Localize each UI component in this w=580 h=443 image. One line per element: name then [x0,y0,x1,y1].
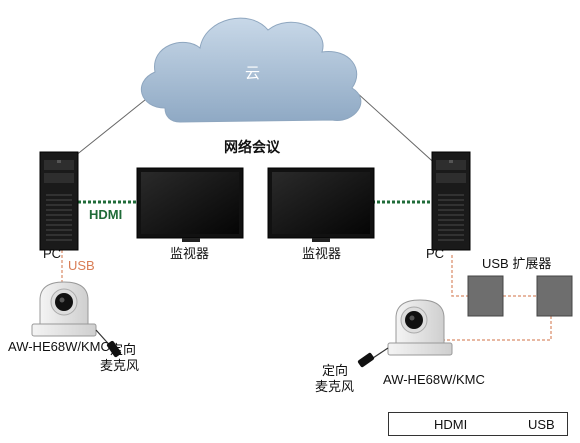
right-camera-model: AW-HE68W/KMC [383,372,485,387]
usb-hub-box-left [467,275,504,317]
right-microphone [357,347,389,368]
cloud-label: 云 [245,65,261,82]
left-pc-tower [39,151,79,251]
left-ptz-camera [31,281,97,337]
cloud-shape [140,17,362,123]
left-mic-label-line2: 麦克风 [100,358,140,373]
usb-hub-label: USB 扩展器 [482,256,552,271]
right-mic-label-line2: 麦克风 [315,379,355,394]
cloud-link-right [344,81,441,169]
usb-cable-hub-camera [430,316,552,341]
left-microphone [95,329,122,358]
meeting-title: 网络会议 [224,139,280,155]
right-ptz-camera [387,299,453,356]
hdmi-cable-label: HDMI [89,207,123,222]
left-pc-label: PC [43,246,62,261]
right-pc-tower [431,151,471,251]
right-monitor [267,167,375,242]
left-monitor [136,167,244,242]
usb-cable-label: USB [68,258,95,273]
right-pc-label: PC [426,246,445,261]
legend-hdmi-label: HDMI [434,417,468,432]
left-camera-model: AW-HE68W/KMC [8,339,110,354]
usb-hub-box-right [536,275,573,317]
left-monitor-label: 监视器 [170,246,210,261]
left-mic-label-line1: 定向 [110,342,137,357]
usb-cable-pc-hub [451,255,468,297]
right-monitor-label: 监视器 [302,246,342,261]
right-mic-label-line1: 定向 [322,363,349,378]
legend-usb-label: USB [528,417,555,432]
legend-box [388,412,568,436]
